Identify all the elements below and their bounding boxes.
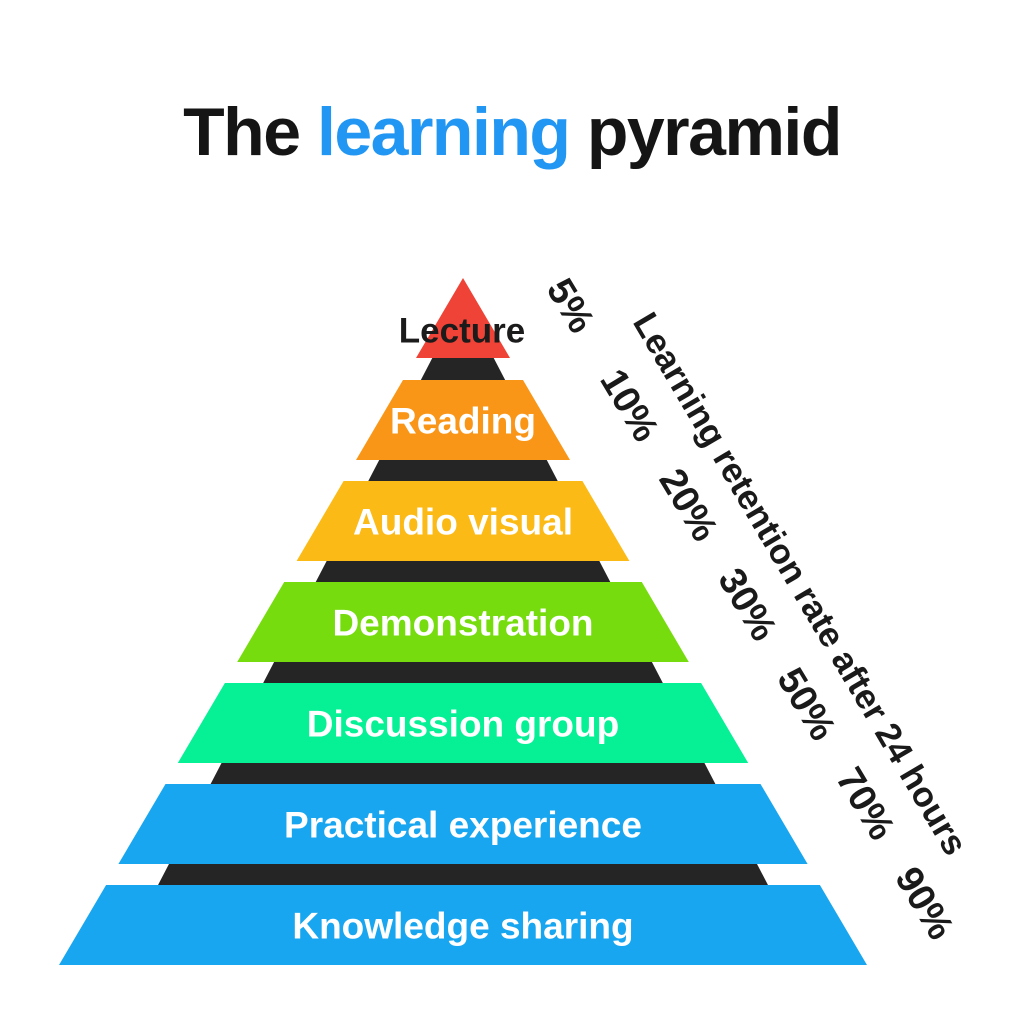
page-title: The learning pyramid (0, 98, 1024, 166)
pyramid-level-label-lecture: Lecture (399, 312, 525, 351)
pyramid-level-discussion-group (177, 683, 749, 763)
pyramid-level-reading (356, 380, 570, 460)
retention-value-lecture: 5% (538, 272, 602, 341)
pyramid-level-knowledge-sharing (59, 885, 867, 965)
pyramid-level-label-practical-experience: Practical experience (284, 805, 642, 846)
pyramid-level-demonstration (237, 582, 689, 662)
pyramid-level-lecture (416, 278, 510, 358)
pyramid-level-label-discussion-group: Discussion group (307, 704, 619, 745)
title-part-learning: learning (316, 94, 571, 170)
pyramid-level-label-demonstration: Demonstration (332, 603, 593, 644)
pyramid-level-practical-experience (118, 784, 808, 864)
pyramid-level-label-reading: Reading (390, 401, 536, 442)
title-part-pyramid: pyramid (569, 94, 843, 170)
retention-value-knowledge-sharing: 90% (886, 860, 961, 947)
pyramid-level-label-knowledge-sharing: Knowledge sharing (292, 906, 633, 947)
pyramid-level-audio-visual (296, 481, 630, 561)
pyramid-level-label-audio-visual: Audio visual (353, 502, 573, 543)
title-part-the: The (183, 94, 317, 170)
